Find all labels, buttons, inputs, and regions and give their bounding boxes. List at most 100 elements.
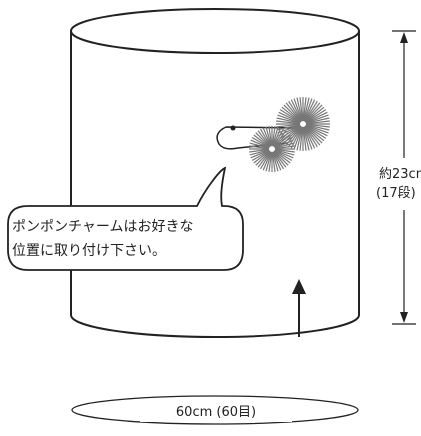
pompom-fiber: [305, 114, 329, 124]
pin-head: [230, 125, 236, 131]
pompom-small: [249, 126, 295, 172]
pompom-fiber: [273, 150, 289, 166]
pompom-fiber: [293, 98, 303, 122]
pompom-fiber: [271, 151, 276, 172]
height-dimension: 約23cm (17段): [376, 30, 421, 325]
pompom-fiber: [296, 126, 303, 151]
pompom-fiber: [303, 126, 316, 149]
pompom-fiber: [262, 127, 272, 147]
pompom-fiber: [257, 151, 271, 168]
pompom-fiber: [273, 151, 287, 168]
pompom-fiber: [278, 124, 301, 137]
pompom-fiber: [250, 149, 270, 159]
pompom-fiber: [304, 102, 321, 123]
callout-text-line2: 位置に取り付け下さい。: [12, 243, 166, 259]
pompom-fiber: [253, 150, 270, 164]
callout-bubble: ポンポンチャームはお好きな 位置に取り付け下さい。: [7, 166, 244, 271]
pompom-fiber: [274, 149, 295, 156]
pompom-fiber: [249, 148, 270, 153]
pompom-fiber: [304, 106, 325, 123]
pompom-fiber: [305, 120, 330, 125]
pompom-fiber: [268, 126, 273, 147]
pompom-fiber: [304, 104, 323, 123]
pompom-fiber: [303, 97, 310, 122]
pompom-fiber: [272, 127, 282, 147]
pompom-fiber: [305, 124, 329, 134]
direction-arrow-head: [292, 279, 306, 294]
pompom-fiber: [305, 125, 327, 139]
cylinder-outline: [70, 31, 360, 338]
cylinder-top-rim: [70, 8, 360, 54]
pompom-fiber: [265, 151, 272, 172]
pompom-fiber: [279, 125, 301, 139]
pompom-fiber: [296, 97, 303, 122]
pompom-fiber: [274, 145, 295, 150]
pompom-fiber: [255, 132, 271, 148]
pompom-fiber: [251, 136, 270, 149]
height-dimension-down-arrowhead: [400, 312, 408, 323]
pompom-fiber: [272, 151, 282, 171]
pompom-fiber: [303, 126, 310, 151]
pompom-fiber: [259, 128, 272, 147]
width-dimension: 60cm (60目): [71, 395, 359, 425]
pompom-large: [276, 97, 330, 151]
safety-pin-icon: [216, 126, 299, 150]
pompom-fiber: [274, 150, 291, 164]
pompom-fiber: [290, 126, 303, 149]
pompom-fiber: [293, 126, 303, 150]
pompom-fiber: [271, 126, 276, 147]
pompom-fiber: [305, 124, 330, 131]
pompom-fiber: [305, 109, 327, 123]
pompom-fiber: [272, 128, 285, 147]
pompom-fiber: [285, 102, 302, 123]
pompom-fiber: [251, 149, 270, 162]
pompom-fiber: [249, 142, 270, 149]
pompom-fiber: [304, 125, 323, 144]
pompom-fiber: [304, 126, 318, 148]
height-dimension-up-arrowhead: [400, 32, 408, 43]
pompom-fiber: [259, 151, 272, 170]
pompom-fiber: [274, 149, 293, 162]
pompom-fiber: [305, 111, 328, 124]
pompom-fiber: [304, 100, 318, 122]
pompom-fiber: [262, 151, 272, 171]
pompom-fiber: [305, 124, 328, 137]
pompom-fiber: [288, 100, 302, 122]
pompom-fiber: [290, 99, 303, 122]
knit-direction-arrow: [292, 279, 306, 337]
pompom-fiber: [305, 117, 330, 124]
pompom-fiber: [253, 134, 270, 148]
pompom-charm: [216, 97, 330, 172]
pompom-fiber: [283, 104, 302, 123]
pompom-fiber: [299, 97, 304, 122]
width-circumference-ellipse: [71, 395, 359, 425]
pompom-fiber: [268, 151, 273, 172]
pompom-fiber: [272, 151, 279, 172]
height-label-line2: (17段): [376, 186, 416, 201]
pompom-fiber: [304, 125, 325, 142]
callout-text-line1: ポンポンチャームはお好きな: [12, 219, 193, 235]
pompom-fiber: [277, 124, 301, 134]
pompom-fiber: [305, 123, 330, 128]
pompom-fiber: [274, 139, 294, 149]
pompom-fiber: [272, 151, 285, 170]
pompom-fiber: [303, 98, 313, 122]
cylinder: [70, 8, 360, 338]
pompom-fiber: [273, 132, 289, 148]
height-label-line1: 約23cm: [379, 167, 421, 182]
width-label-background: [140, 400, 292, 422]
pompom-fiber: [279, 109, 301, 123]
pompom-fiber: [302, 126, 307, 151]
pompom-fiber: [277, 114, 301, 124]
pompom-fiber: [276, 117, 301, 124]
pompom-fiber: [257, 130, 271, 147]
pompom-fiber: [304, 125, 321, 146]
pompom-fiber: [265, 126, 272, 147]
pompom-fiber: [255, 150, 271, 166]
pompom-fiber: [274, 134, 291, 148]
pompom-fiber: [302, 97, 307, 122]
pompom-fiber: [249, 145, 270, 150]
callout-shape: [7, 166, 244, 271]
pompom-fiber: [274, 148, 295, 153]
